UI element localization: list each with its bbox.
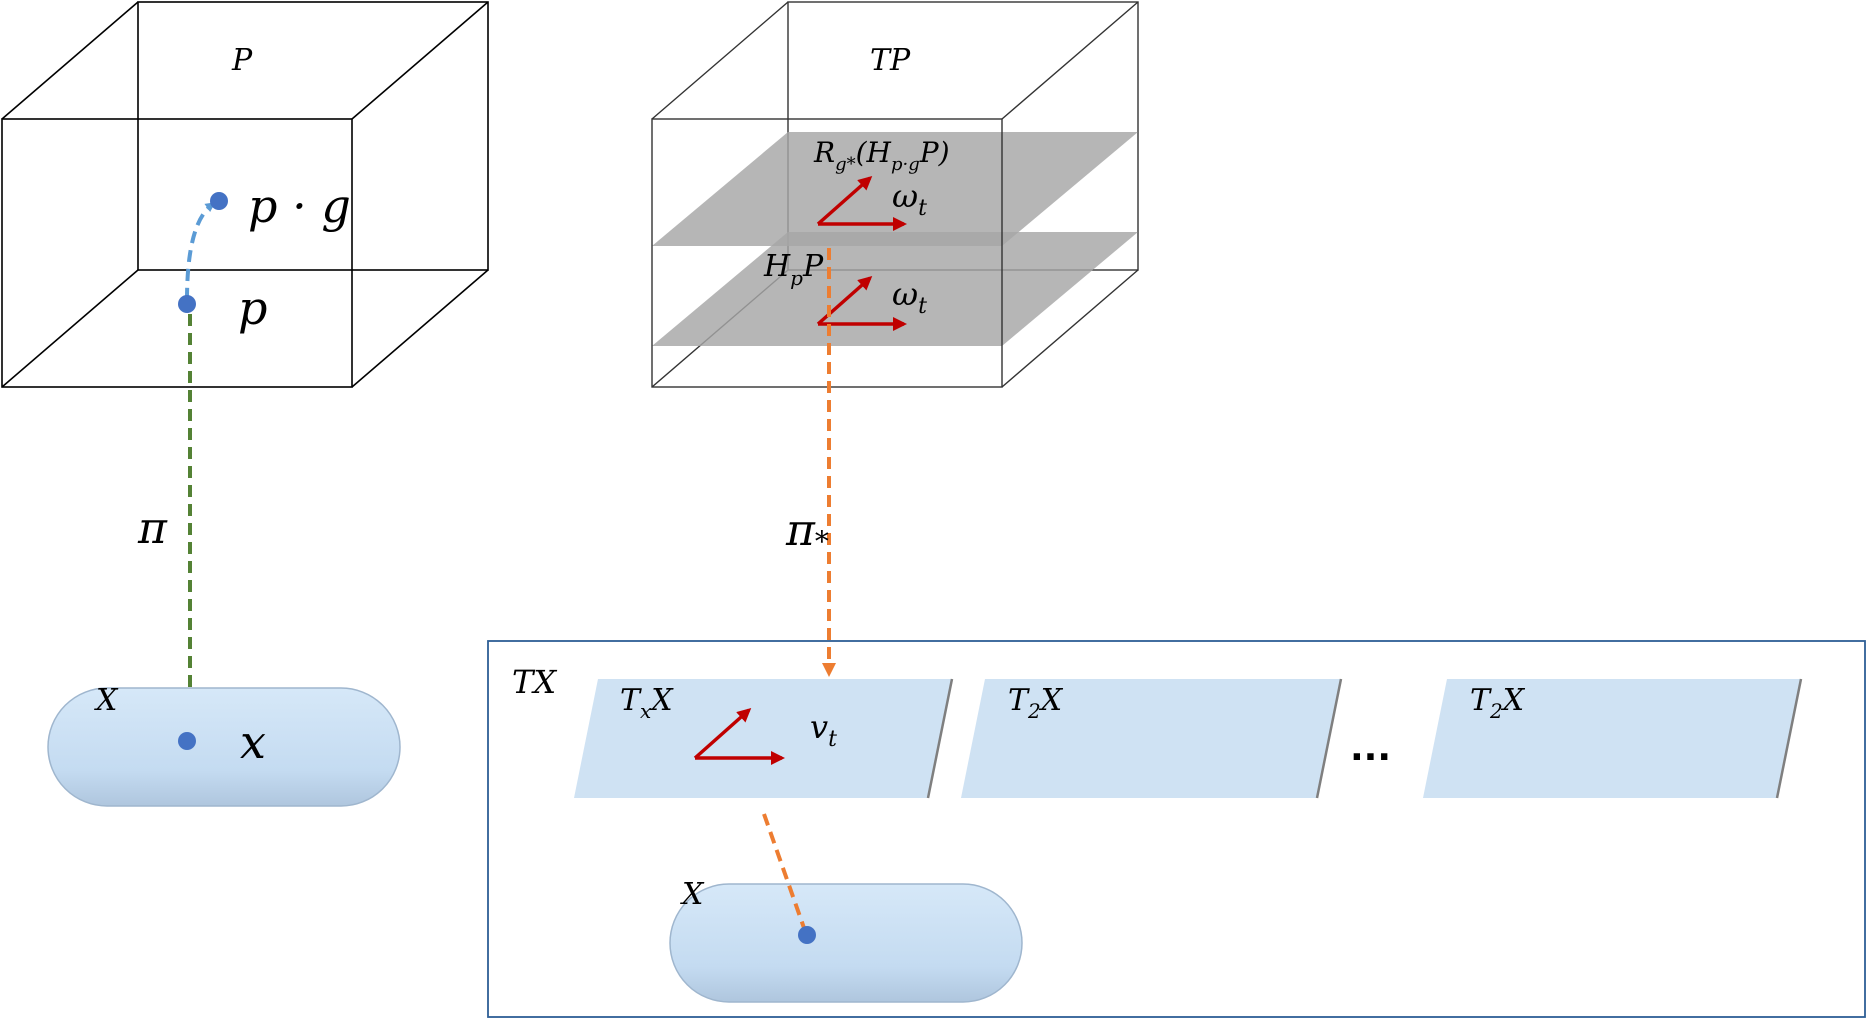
label-tangent-bundle-tx: TX bbox=[512, 663, 557, 701]
label-p-dot-g: p · g bbox=[248, 179, 351, 233]
cube-p-edge bbox=[1, 1, 139, 120]
tangent-fiber-link bbox=[762, 813, 806, 929]
point-p-dot-g bbox=[210, 192, 228, 210]
point-x bbox=[178, 732, 196, 750]
label-pushforward-horizontal: Rg*(Hp·gP) bbox=[813, 136, 950, 175]
tangent-plane-fill bbox=[574, 679, 952, 798]
label-total-space-p: P bbox=[231, 43, 253, 78]
cube-p-edge bbox=[351, 269, 489, 388]
label-tangent-plane-txx: TxX bbox=[620, 683, 674, 723]
tangent-plane-edge bbox=[926, 678, 954, 799]
point-x-in-tx bbox=[798, 926, 816, 944]
tangent-plane-t2x-first bbox=[961, 678, 1343, 799]
horizontal-plane-hp bbox=[652, 232, 1138, 346]
bundle-cube-p bbox=[1, 1, 489, 388]
cube-tp-edge bbox=[1001, 269, 1139, 388]
group-action-arrow bbox=[185, 202, 216, 301]
cube-p-back-face bbox=[137, 1, 489, 271]
tangent-plane-t2x-second bbox=[1423, 678, 1803, 799]
label-omega-upper: ωt bbox=[892, 177, 927, 221]
label-tangent-space-tp: TP bbox=[870, 43, 911, 78]
tangent-plane-fill bbox=[1423, 679, 1801, 798]
tangent-plane-edge bbox=[1775, 678, 1803, 799]
label-vt: vt bbox=[810, 708, 837, 752]
label-tangent-plane-t2x-first: T2X bbox=[1008, 683, 1064, 723]
label-omega-lower: ωt bbox=[892, 275, 927, 319]
cube-p-edge bbox=[351, 1, 489, 120]
vector-diagonal-lower bbox=[816, 276, 873, 326]
base-manifold-x bbox=[47, 687, 401, 807]
cube-tp-edge bbox=[1001, 1, 1139, 120]
label-base-x-in-tx: X bbox=[680, 877, 705, 912]
label-tangent-plane-t2x-second: T2X bbox=[1470, 683, 1526, 723]
label-base-x: X bbox=[94, 683, 119, 718]
tangent-plane-txx bbox=[574, 678, 954, 799]
tangent-plane-edge bbox=[1315, 678, 1343, 799]
vector-diagonal-upper bbox=[816, 176, 873, 226]
base-manifold-x-in-tx bbox=[669, 883, 1023, 1003]
point-p bbox=[178, 295, 196, 313]
label-pi-star: π* bbox=[785, 505, 829, 558]
vector-vt-diagonal bbox=[693, 708, 752, 760]
label-horizontal-space: HpP bbox=[763, 249, 824, 290]
cube-tp-edge bbox=[651, 1, 789, 120]
horizontal-plane-translated bbox=[652, 132, 1138, 246]
cube-p-front-face bbox=[1, 118, 353, 388]
ellipsis: ... bbox=[1350, 728, 1391, 769]
label-p: p bbox=[238, 281, 267, 335]
label-point-x: x bbox=[240, 715, 266, 769]
tangent-plane-fill bbox=[961, 679, 1341, 798]
label-pi: π bbox=[137, 503, 168, 554]
cube-p-edge bbox=[1, 269, 139, 388]
tangent-bundle-tx-frame bbox=[487, 640, 1866, 1018]
